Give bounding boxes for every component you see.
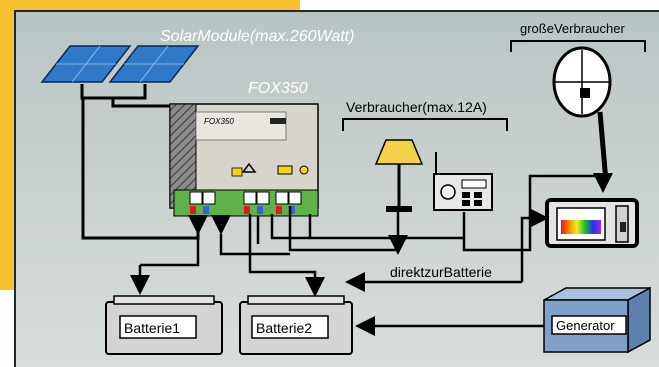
radio-icon: [433, 152, 493, 211]
direct-battery-label: direktzurBatterie: [390, 264, 492, 280]
tv-icon: [545, 198, 639, 248]
satellite-dish-icon: [552, 46, 612, 183]
consumers-title: Verbraucher(max.12A): [346, 99, 487, 115]
consumers-bracket: [342, 118, 508, 131]
fox-controller-title: FOX350: [248, 80, 308, 97]
generator: Generator: [543, 286, 651, 354]
generator-label: Generator: [556, 318, 615, 333]
solar-modules-title: SolarModule(max.260Watt): [160, 28, 354, 45]
big-consumers-title: großeVerbraucher: [520, 21, 625, 36]
big-consumers-bracket: [510, 40, 646, 52]
solar-module-right: [108, 45, 200, 83]
fox-panel-label: FOX350: [204, 117, 234, 126]
solar-module-left: [40, 45, 132, 83]
consumer-wiring: [270, 173, 613, 292]
battery-2-label: Batterie2: [256, 320, 312, 336]
battery-1-label: Batterie1: [124, 320, 180, 336]
fox350-controller: FOX350: [169, 103, 319, 217]
lamp-icon: [374, 139, 424, 212]
battery-1: Batterie1: [105, 295, 223, 355]
battery-2: Batterie2: [239, 295, 353, 355]
battery-wiring: [130, 214, 548, 336]
